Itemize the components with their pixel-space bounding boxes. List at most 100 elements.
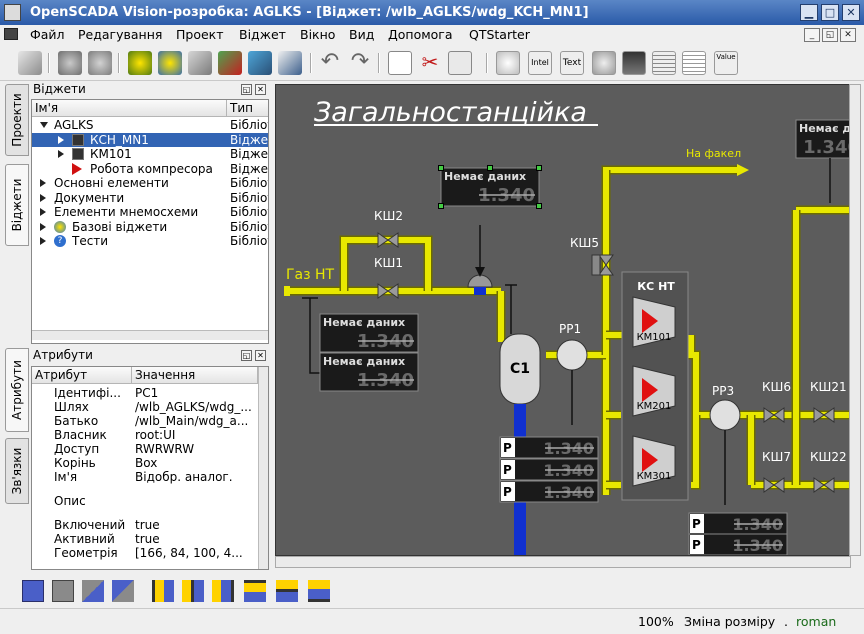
selection-handle[interactable] (536, 203, 542, 209)
menu-edit[interactable]: Редагування (78, 27, 163, 42)
diagram-icon[interactable] (622, 51, 646, 75)
mdi-restore-button[interactable]: ◱ (822, 28, 838, 42)
maximize-button[interactable]: □ (821, 4, 839, 21)
formel-icon[interactable]: Intel (528, 51, 552, 75)
attribute-value[interactable]: true (135, 532, 160, 546)
tree-row-2[interactable]: КСН_МN1Віджет (32, 132, 268, 147)
menu-project[interactable]: Проект (176, 27, 224, 42)
menu-widget[interactable]: Віджет (239, 27, 286, 42)
widget-add-icon[interactable] (188, 51, 212, 75)
level-down-icon[interactable] (112, 580, 134, 602)
mdi-close-button[interactable]: ✕ (840, 28, 856, 42)
valve-kshz6-b[interactable] (773, 407, 785, 423)
expand-arrow-icon[interactable] (40, 222, 46, 231)
dock-float-button[interactable]: ◱ (241, 350, 252, 361)
menu-qtstarter[interactable]: QTStarter (469, 27, 530, 42)
tab-widgets[interactable]: Віджети (5, 164, 29, 246)
close-button[interactable]: ✕ (842, 4, 860, 21)
zoom-level[interactable]: 100% (638, 614, 674, 629)
control-valve-body[interactable] (474, 287, 486, 295)
tab-links[interactable]: Зв'язки (5, 438, 29, 504)
level-rise-icon[interactable] (22, 580, 44, 602)
align-left-icon[interactable] (152, 580, 174, 602)
valve-kshz21-b[interactable] (823, 407, 835, 423)
expand-arrow-icon[interactable] (40, 208, 46, 216)
align-hcenter-icon[interactable] (276, 580, 298, 602)
attribute-row[interactable]: Батько/wlb_Main/wdg_a... (32, 414, 268, 428)
mdi-window-icon[interactable] (4, 28, 18, 40)
valve-kshz22[interactable] (813, 477, 825, 493)
flowmeter-pp3[interactable] (709, 399, 741, 431)
widget-new-icon[interactable] (158, 51, 182, 75)
tree-row-1[interactable]: AGLKSБібліотека (32, 118, 268, 132)
valve-kshz21[interactable] (813, 407, 825, 423)
column-header-type[interactable]: Тип (227, 100, 268, 117)
save-icon[interactable] (88, 51, 112, 75)
data-box-left-1[interactable] (319, 313, 419, 353)
new-project-icon[interactable] (18, 51, 42, 75)
expand-arrow-icon[interactable] (58, 135, 64, 144)
menu-view[interactable]: Вид (349, 27, 375, 42)
paste-icon[interactable] (448, 51, 472, 75)
cut-icon[interactable]: ✂ (421, 50, 439, 74)
tree-row-4[interactable]: Робота компресораВіджет (32, 162, 268, 176)
protocol-icon[interactable] (652, 51, 676, 75)
flowmeter-pp1[interactable] (556, 339, 588, 371)
selection-handle[interactable] (438, 165, 444, 171)
valve-kshz5-b[interactable] (598, 264, 614, 276)
valve-kshz7-b[interactable] (773, 477, 785, 493)
widgets-dock-header[interactable]: Віджети ◱ ✕ (30, 82, 270, 98)
canvas-hscrollbar[interactable] (275, 556, 851, 568)
expand-arrow-icon[interactable] (40, 193, 46, 202)
align-bottom-icon[interactable] (308, 580, 330, 602)
valve-kshz6[interactable] (763, 407, 775, 423)
expand-arrow-icon[interactable] (40, 237, 46, 245)
menu-window[interactable]: Вікно (300, 27, 336, 42)
align-top-icon[interactable] (244, 580, 266, 602)
attribute-row[interactable]: Ідентифі...PC1 (32, 386, 268, 400)
box-icon[interactable]: Value (714, 51, 738, 75)
valve-kshz2[interactable] (377, 232, 389, 248)
attribute-row[interactable]: Шлях/wlb_AGLKS/wdg_... (32, 400, 268, 414)
redo-icon[interactable]: ↷ (350, 49, 370, 74)
current-user[interactable]: roman (796, 614, 837, 629)
attribute-value[interactable]: root:UI (135, 428, 176, 442)
attributes-vscrollbar[interactable] (258, 367, 268, 569)
valve-kshz1-b[interactable] (387, 283, 399, 299)
tree-row-8[interactable]: Базові віджетиБібліотека (32, 220, 268, 234)
attribute-value[interactable]: Відобр. аналог. (135, 470, 233, 484)
valve-kshz7[interactable] (763, 477, 775, 493)
tree-row-7[interactable]: Елементи мнемосхемиБібліотека (32, 205, 268, 219)
attribute-value[interactable]: PC1 (135, 386, 159, 400)
valve-kshz1[interactable] (377, 283, 389, 299)
elfigure-icon[interactable] (496, 51, 520, 75)
widget-lib-new-icon[interactable] (128, 51, 152, 75)
text-icon[interactable]: Text (560, 51, 584, 75)
mdi-minimize-button[interactable]: _ (804, 28, 820, 42)
column-header-name[interactable]: Ім'я (32, 100, 227, 117)
selection-handle[interactable] (487, 165, 493, 171)
widget-delete-icon[interactable] (218, 51, 242, 75)
dock-close-button[interactable]: ✕ (255, 350, 266, 361)
title-bar[interactable]: OpenSCADA Vision-розробка: AGLKS - [Відж… (0, 0, 864, 25)
dock-float-button[interactable]: ◱ (241, 84, 252, 95)
media-icon[interactable] (592, 51, 616, 75)
attribute-row[interactable]: Опис (32, 494, 268, 508)
attribute-value[interactable]: /wlb_Main/wdg_a... (135, 414, 249, 428)
undo-icon[interactable]: ↶ (320, 49, 340, 74)
attribute-value[interactable]: true (135, 518, 160, 532)
dock-close-button[interactable]: ✕ (255, 84, 266, 95)
valve-kshz2-b[interactable] (387, 232, 399, 248)
align-right-icon[interactable] (212, 580, 234, 602)
align-vcenter-icon[interactable] (182, 580, 204, 602)
tab-projects[interactable]: Проекти (5, 84, 29, 156)
minimize-button[interactable]: ▁ (800, 4, 818, 21)
collapse-arrow-icon[interactable] (40, 122, 48, 128)
level-up-icon[interactable] (82, 580, 104, 602)
